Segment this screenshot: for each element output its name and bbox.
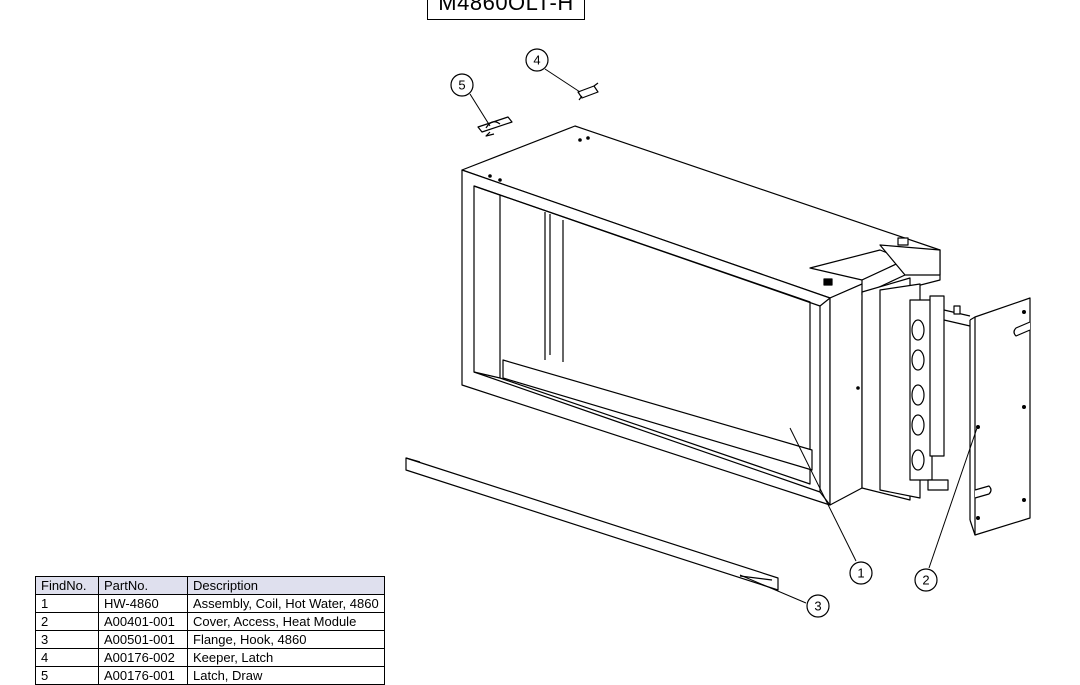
findno-cell: 5 (35, 666, 99, 685)
description-cell: Cover, Access, Heat Module (187, 612, 385, 631)
partno-cell: A00176-002 (98, 648, 188, 667)
description-cell: Flange, Hook, 4860 (187, 630, 385, 649)
partno-cell: A00401-001 (98, 612, 188, 631)
description-cell: Latch, Draw (187, 666, 385, 685)
partno-cell: HW-4860 (98, 594, 188, 613)
findno-cell: 3 (35, 630, 99, 649)
table-header-row: FindNo. PartNo. Description (35, 576, 385, 595)
callout-circle-1 (849, 561, 873, 585)
callout-5: 5 (458, 78, 465, 93)
parts-list-table: FindNo. PartNo. Description 1 HW-4860 As… (35, 576, 385, 685)
callout-circle-3 (806, 594, 830, 618)
coil-manifold (861, 277, 971, 501)
table-row: 4 A00176-002 Keeper, Latch (35, 648, 385, 667)
draw-latch (477, 116, 513, 137)
callout-circle-2 (914, 568, 938, 592)
flange-hook (405, 457, 779, 591)
table-row: 5 A00176-001 Latch, Draw (35, 666, 385, 685)
callout-circle-4 (525, 48, 549, 72)
header-findno: FindNo. (35, 576, 99, 595)
description-cell: Keeper, Latch (187, 648, 385, 667)
drawing-title: M4860OLT-H (427, 0, 585, 20)
header-partno: PartNo. (98, 576, 188, 595)
control-box (809, 237, 941, 296)
callout-3: 3 (814, 599, 821, 614)
table-row: 2 A00401-001 Cover, Access, Heat Module (35, 612, 385, 631)
partno-cell: A00501-001 (98, 630, 188, 649)
findno-cell: 2 (35, 612, 99, 631)
callout-4: 4 (533, 53, 540, 68)
callout-1: 1 (857, 566, 864, 581)
leader-lines (469, 68, 978, 604)
table-row: 3 A00501-001 Flange, Hook, 4860 (35, 630, 385, 649)
access-cover (969, 297, 1031, 536)
findno-cell: 1 (35, 594, 99, 613)
coil-housing (461, 125, 941, 506)
callout-2: 2 (922, 573, 929, 588)
callout-circle-5 (450, 73, 474, 97)
table-row: 1 HW-4860 Assembly, Coil, Hot Water, 486… (35, 594, 385, 613)
keeper-latch (577, 82, 599, 101)
header-description: Description (187, 576, 385, 595)
description-cell: Assembly, Coil, Hot Water, 4860 (187, 594, 385, 613)
partno-cell: A00176-001 (98, 666, 188, 685)
findno-cell: 4 (35, 648, 99, 667)
